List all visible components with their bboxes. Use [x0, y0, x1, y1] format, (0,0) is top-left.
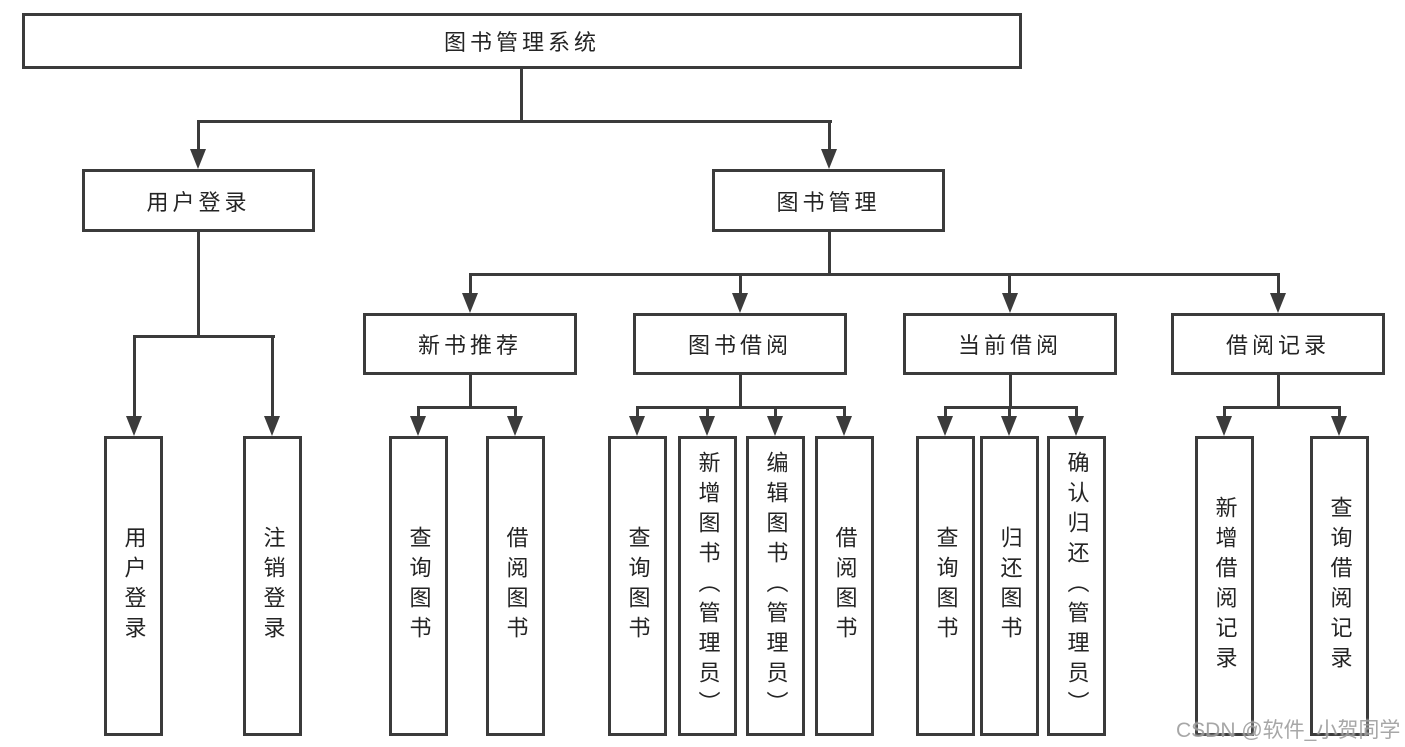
connector-bookmgmt-vline	[828, 232, 831, 273]
arrow-down-icon	[732, 293, 748, 313]
node-library-management-system: 图书管理系统	[22, 13, 1022, 69]
leaf-label: 新增借阅记录	[1212, 496, 1238, 676]
connector-bookmgmt-stem1	[469, 273, 472, 293]
connector-current-vline	[1009, 375, 1012, 406]
arrow-down-icon	[126, 416, 142, 436]
connector-current-stem3	[1075, 406, 1078, 416]
leaf-borrow-books-borrowing: 借阅图书	[815, 436, 874, 736]
leaf-add-books-admin: 新增图书（管理员）	[678, 436, 737, 736]
connector-root-stem-left	[197, 120, 200, 150]
node-new-book-recommend: 新书推荐	[363, 313, 577, 375]
arrow-down-icon	[1216, 416, 1232, 436]
node-label: 借阅记录	[1225, 333, 1330, 358]
connector-records-stem2	[1338, 406, 1341, 416]
leaf-user-login: 用户登录	[104, 436, 163, 736]
arrow-down-icon	[1001, 416, 1017, 436]
arrow-down-icon	[767, 416, 783, 436]
arrow-down-icon	[821, 149, 837, 169]
leaf-label: 归还图书	[997, 526, 1023, 646]
connector-recommend-stem2	[514, 406, 517, 416]
node-label: 新书推荐	[417, 333, 522, 358]
arrow-down-icon	[410, 416, 426, 436]
connector-records-vline	[1277, 375, 1280, 406]
connector-borrowing-stem4	[843, 406, 846, 416]
arrow-down-icon	[264, 416, 280, 436]
connector-borrowing-stem1	[636, 406, 639, 416]
node-user-login: 用户登录	[82, 169, 315, 232]
leaf-label: 注销登录	[260, 526, 286, 646]
connector-bookmgmt-stem4	[1277, 273, 1280, 293]
leaf-query-borrow-record: 查询借阅记录	[1310, 436, 1369, 736]
connector-bookmgmt-hline	[469, 273, 1280, 276]
arrow-down-icon	[1002, 293, 1018, 313]
arrow-down-icon	[699, 416, 715, 436]
leaf-query-books-recommend: 查询图书	[389, 436, 448, 736]
leaf-confirm-return-admin: 确认归还（管理员）	[1047, 436, 1106, 736]
leaf-label: 新增图书（管理员）	[695, 451, 721, 721]
leaf-label: 编辑图书（管理员）	[763, 451, 789, 721]
arrow-down-icon	[1068, 416, 1084, 436]
node-label: 图书管理	[776, 189, 881, 215]
node-borrow-records: 借阅记录	[1171, 313, 1385, 375]
leaf-label: 查询图书	[933, 526, 959, 646]
connector-userlogin-vline	[197, 232, 200, 335]
arrow-down-icon	[836, 416, 852, 436]
arrow-down-icon	[462, 293, 478, 313]
connector-borrowing-stem3	[774, 406, 777, 416]
node-current-borrowing: 当前借阅	[903, 313, 1117, 375]
connector-recommend-hline	[417, 406, 517, 409]
leaf-label: 借阅图书	[832, 526, 858, 646]
leaf-return-books: 归还图书	[980, 436, 1039, 736]
leaf-query-books-current: 查询图书	[916, 436, 975, 736]
connector-root-stem-right	[828, 120, 831, 150]
node-book-management: 图书管理	[712, 169, 945, 232]
connector-userlogin-stem1	[133, 335, 136, 416]
connector-root-vline	[520, 69, 523, 120]
arrow-down-icon	[1331, 416, 1347, 436]
leaf-add-borrow-record: 新增借阅记录	[1195, 436, 1254, 736]
connector-current-stem1	[944, 406, 947, 416]
csdn-watermark: CSDN @软件_小贺同学	[1176, 719, 1401, 742]
arrow-down-icon	[507, 416, 523, 436]
node-label: 图书管理系统	[443, 30, 600, 55]
arrow-down-icon	[190, 149, 206, 169]
connector-recommend-vline	[469, 375, 472, 406]
connector-bookmgmt-stem3	[1008, 273, 1011, 293]
connector-recommend-stem1	[417, 406, 420, 416]
node-label: 当前借阅	[957, 333, 1062, 358]
connector-records-stem1	[1223, 406, 1226, 416]
leaf-label: 查询借阅记录	[1327, 496, 1353, 676]
node-label: 图书借阅	[687, 333, 792, 358]
arrow-down-icon	[1270, 293, 1286, 313]
connector-borrowing-vline	[739, 375, 742, 406]
node-label: 用户登录	[146, 189, 251, 215]
leaf-label: 查询图书	[406, 526, 432, 646]
leaf-label: 确认归还（管理员）	[1064, 451, 1090, 721]
node-book-borrowing: 图书借阅	[633, 313, 847, 375]
connector-records-hline	[1223, 406, 1340, 409]
connector-borrowing-stem2	[706, 406, 709, 416]
leaf-edit-books-admin: 编辑图书（管理员）	[746, 436, 805, 736]
leaf-borrow-books-recommend: 借阅图书	[486, 436, 545, 736]
leaf-label: 查询图书	[625, 526, 651, 646]
arrow-down-icon	[937, 416, 953, 436]
connector-userlogin-stem2	[271, 335, 274, 416]
leaf-logout: 注销登录	[243, 436, 302, 736]
leaf-label: 借阅图书	[503, 526, 529, 646]
connector-bookmgmt-stem2	[739, 273, 742, 293]
connector-current-stem2	[1008, 406, 1011, 416]
leaf-query-books-borrowing: 查询图书	[608, 436, 667, 736]
connector-borrowing-hline	[636, 406, 845, 409]
connector-root-hline	[197, 120, 832, 123]
leaf-label: 用户登录	[121, 526, 147, 646]
arrow-down-icon	[629, 416, 645, 436]
connector-userlogin-hline	[133, 335, 275, 338]
